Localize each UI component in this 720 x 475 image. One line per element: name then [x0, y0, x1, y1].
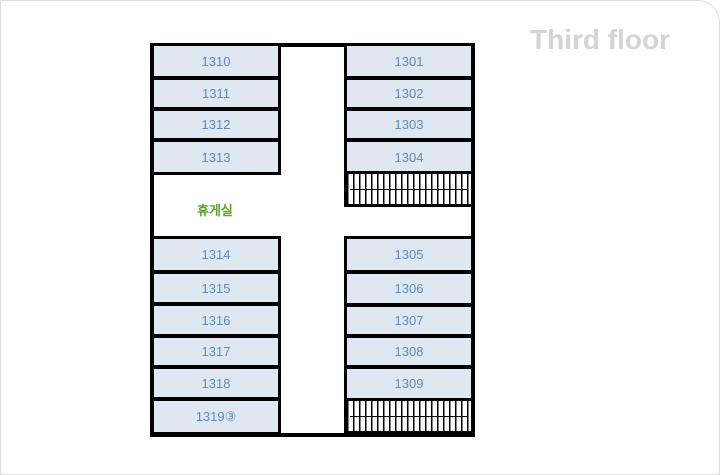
room-1308[interactable]: 1308 [344, 335, 474, 368]
room-1312[interactable]: 1312 [151, 108, 281, 141]
room-1311[interactable]: 1311 [151, 77, 281, 110]
room-1301[interactable]: 1301 [344, 43, 474, 79]
room-1318[interactable]: 1318 [151, 366, 281, 400]
room-1305[interactable]: 1305 [344, 236, 474, 273]
room-1307[interactable]: 1307 [344, 304, 474, 337]
room-1317[interactable]: 1317 [151, 335, 281, 368]
room-1319③[interactable]: 1319③ [151, 398, 281, 435]
room-1314[interactable]: 1314 [151, 236, 281, 273]
room-1306[interactable]: 1306 [344, 271, 474, 306]
lounge-label: 휴게실 [197, 203, 233, 218]
room-1316[interactable]: 1316 [151, 303, 281, 337]
room-1302[interactable]: 1302 [344, 77, 474, 110]
room-1315[interactable]: 1315 [151, 271, 281, 305]
room-1309[interactable]: 1309 [344, 366, 474, 401]
stairs-top [344, 171, 474, 207]
room-1303[interactable]: 1303 [344, 108, 474, 141]
room-1310[interactable]: 1310 [151, 43, 281, 79]
room-1304[interactable]: 1304 [344, 139, 474, 175]
floor-title: Third floor [530, 24, 670, 55]
room-1313[interactable]: 1313 [151, 139, 281, 175]
stairs-bottom [344, 398, 474, 434]
